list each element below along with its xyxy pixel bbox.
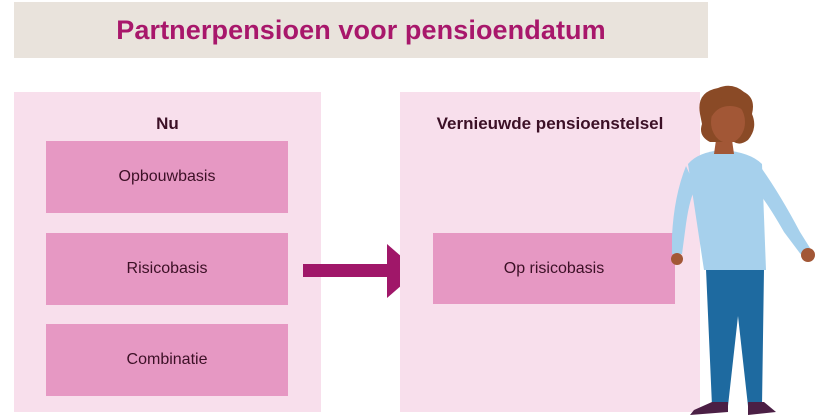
diagram-title: Partnerpensioen voor pensioendatum xyxy=(116,14,606,45)
panel-now-heading: Nu xyxy=(156,114,179,133)
box-risicobasis: Risicobasis xyxy=(46,233,288,305)
box-op-risicobasis: Op risicobasis xyxy=(433,233,675,304)
person-illustration xyxy=(671,85,815,415)
panel-now: Nu Opbouwbasis Risicobasis Combinatie xyxy=(14,92,321,412)
title-banner: Partnerpensioen voor pensioendatum xyxy=(14,2,708,58)
box-combinatie: Combinatie xyxy=(46,324,288,396)
box-opbouwbasis: Opbouwbasis xyxy=(46,141,288,213)
panel-new-heading: Vernieuwde pensioenstelsel xyxy=(436,114,664,133)
panel-new-system: Vernieuwde pensioenstelsel Op risicobasi… xyxy=(400,92,700,412)
